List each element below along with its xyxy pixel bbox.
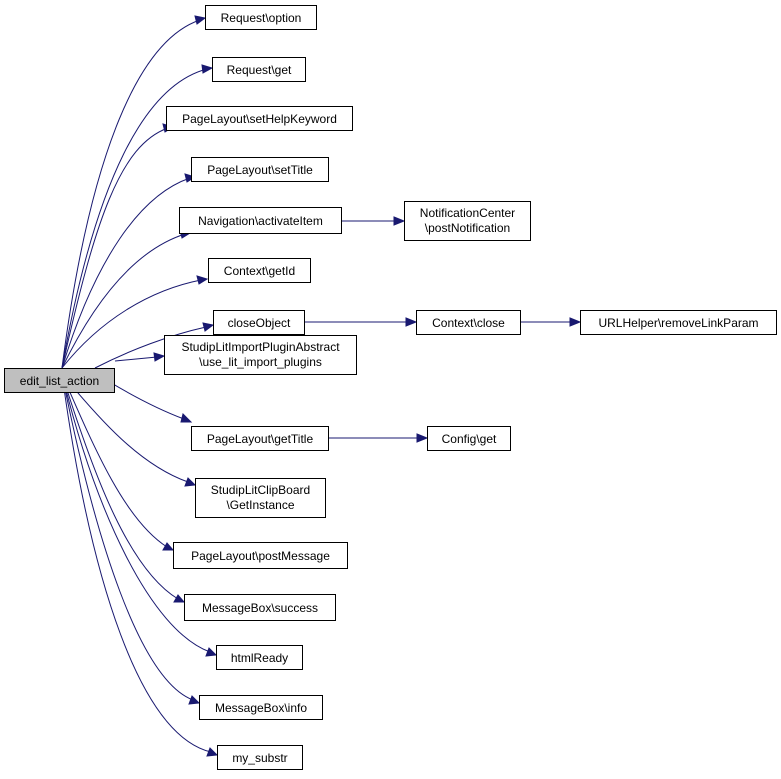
node-messagebox-success[interactable]: MessageBox\success [184,594,336,621]
node-label: PageLayout\postMessage [191,549,330,563]
node-label: Navigation\activateItem [198,214,323,228]
edge-to-messagebox-info [61,373,201,705]
node-label: edit_list_action [20,374,99,388]
node-label: my_substr [232,751,287,765]
edge-to-pagelayout-postmessage [61,373,175,551]
node-pagelayout-gettitle[interactable]: PageLayout\getTitle [191,426,329,451]
node-my-substr[interactable]: my_substr [217,745,303,770]
node-closeobject[interactable]: closeObject [213,310,305,335]
node-label: PageLayout\setTitle [207,163,313,177]
node-label: MessageBox\success [202,601,318,615]
edge-to-context-getid [61,275,209,369]
node-pagelayout-sethelpkeyword[interactable]: PageLayout\setHelpKeyword [166,106,353,131]
node-navigation-activateitem[interactable]: Navigation\activateItem [179,207,342,234]
node-label: PageLayout\setHelpKeyword [182,112,337,126]
node-label-line2: \use_lit_import_plugins [199,355,322,369]
node-label-line1: StudipLitClipBoard [211,483,310,497]
node-pagelayout-settitle[interactable]: PageLayout\setTitle [191,157,329,182]
edge-to-studiplitimport [114,352,166,362]
node-label: closeObject [228,316,291,330]
node-edit-list-action[interactable]: edit_list_action [4,368,115,393]
node-studiplitclipboard[interactable]: StudipLitClipBoard \GetInstance [195,478,326,518]
node-label-line2: \postNotification [425,221,510,235]
node-messagebox-info[interactable]: MessageBox\info [199,695,323,720]
node-request-option[interactable]: Request\option [205,5,317,30]
node-request-get[interactable]: Request\get [212,57,306,82]
edge-to-pagelayout-sethelpkeyword [61,123,175,369]
node-label-line1: NotificationCenter [420,206,515,220]
edge-to-my-substr [61,373,219,757]
edge-closeobject-to-context-close [304,317,418,327]
edge-gettitle-to-config-get [329,433,429,443]
edge-context-close-to-urlhelper [521,317,582,327]
node-config-get[interactable]: Config\get [427,426,511,451]
node-studiplitimportpluginabstract[interactable]: StudipLitImportPluginAbstract \use_lit_i… [164,335,357,375]
node-label: Request\option [221,11,302,25]
node-label: Context\getId [224,264,295,278]
node-label-line1: StudipLitImportPluginAbstract [181,340,340,354]
node-label-line2: \GetInstance [226,498,294,512]
edge-to-request-option [61,15,207,369]
edge-to-messagebox-success [61,373,186,603]
node-label: Request\get [227,63,292,77]
node-context-close[interactable]: Context\close [416,310,521,335]
node-label: MessageBox\info [215,701,307,715]
edge-to-request-get [61,64,214,369]
node-htmlready[interactable]: htmlReady [216,645,303,670]
node-urlhelper-removelinkparam[interactable]: URLHelper\removeLinkParam [580,310,777,335]
node-notificationcenter-postnotification[interactable]: NotificationCenter \postNotification [404,201,531,241]
node-label: Config\get [442,432,497,446]
node-label: Context\close [432,316,505,330]
node-label: URLHelper\removeLinkParam [598,316,758,330]
edge-to-closeobject [94,322,215,369]
node-pagelayout-postmessage[interactable]: PageLayout\postMessage [173,542,348,569]
node-context-getid[interactable]: Context\getId [208,258,311,283]
edge-nav-to-notificationcenter [342,216,406,226]
node-label: htmlReady [231,651,288,665]
node-label: PageLayout\getTitle [207,432,314,446]
edge-to-htmlready [61,373,218,657]
